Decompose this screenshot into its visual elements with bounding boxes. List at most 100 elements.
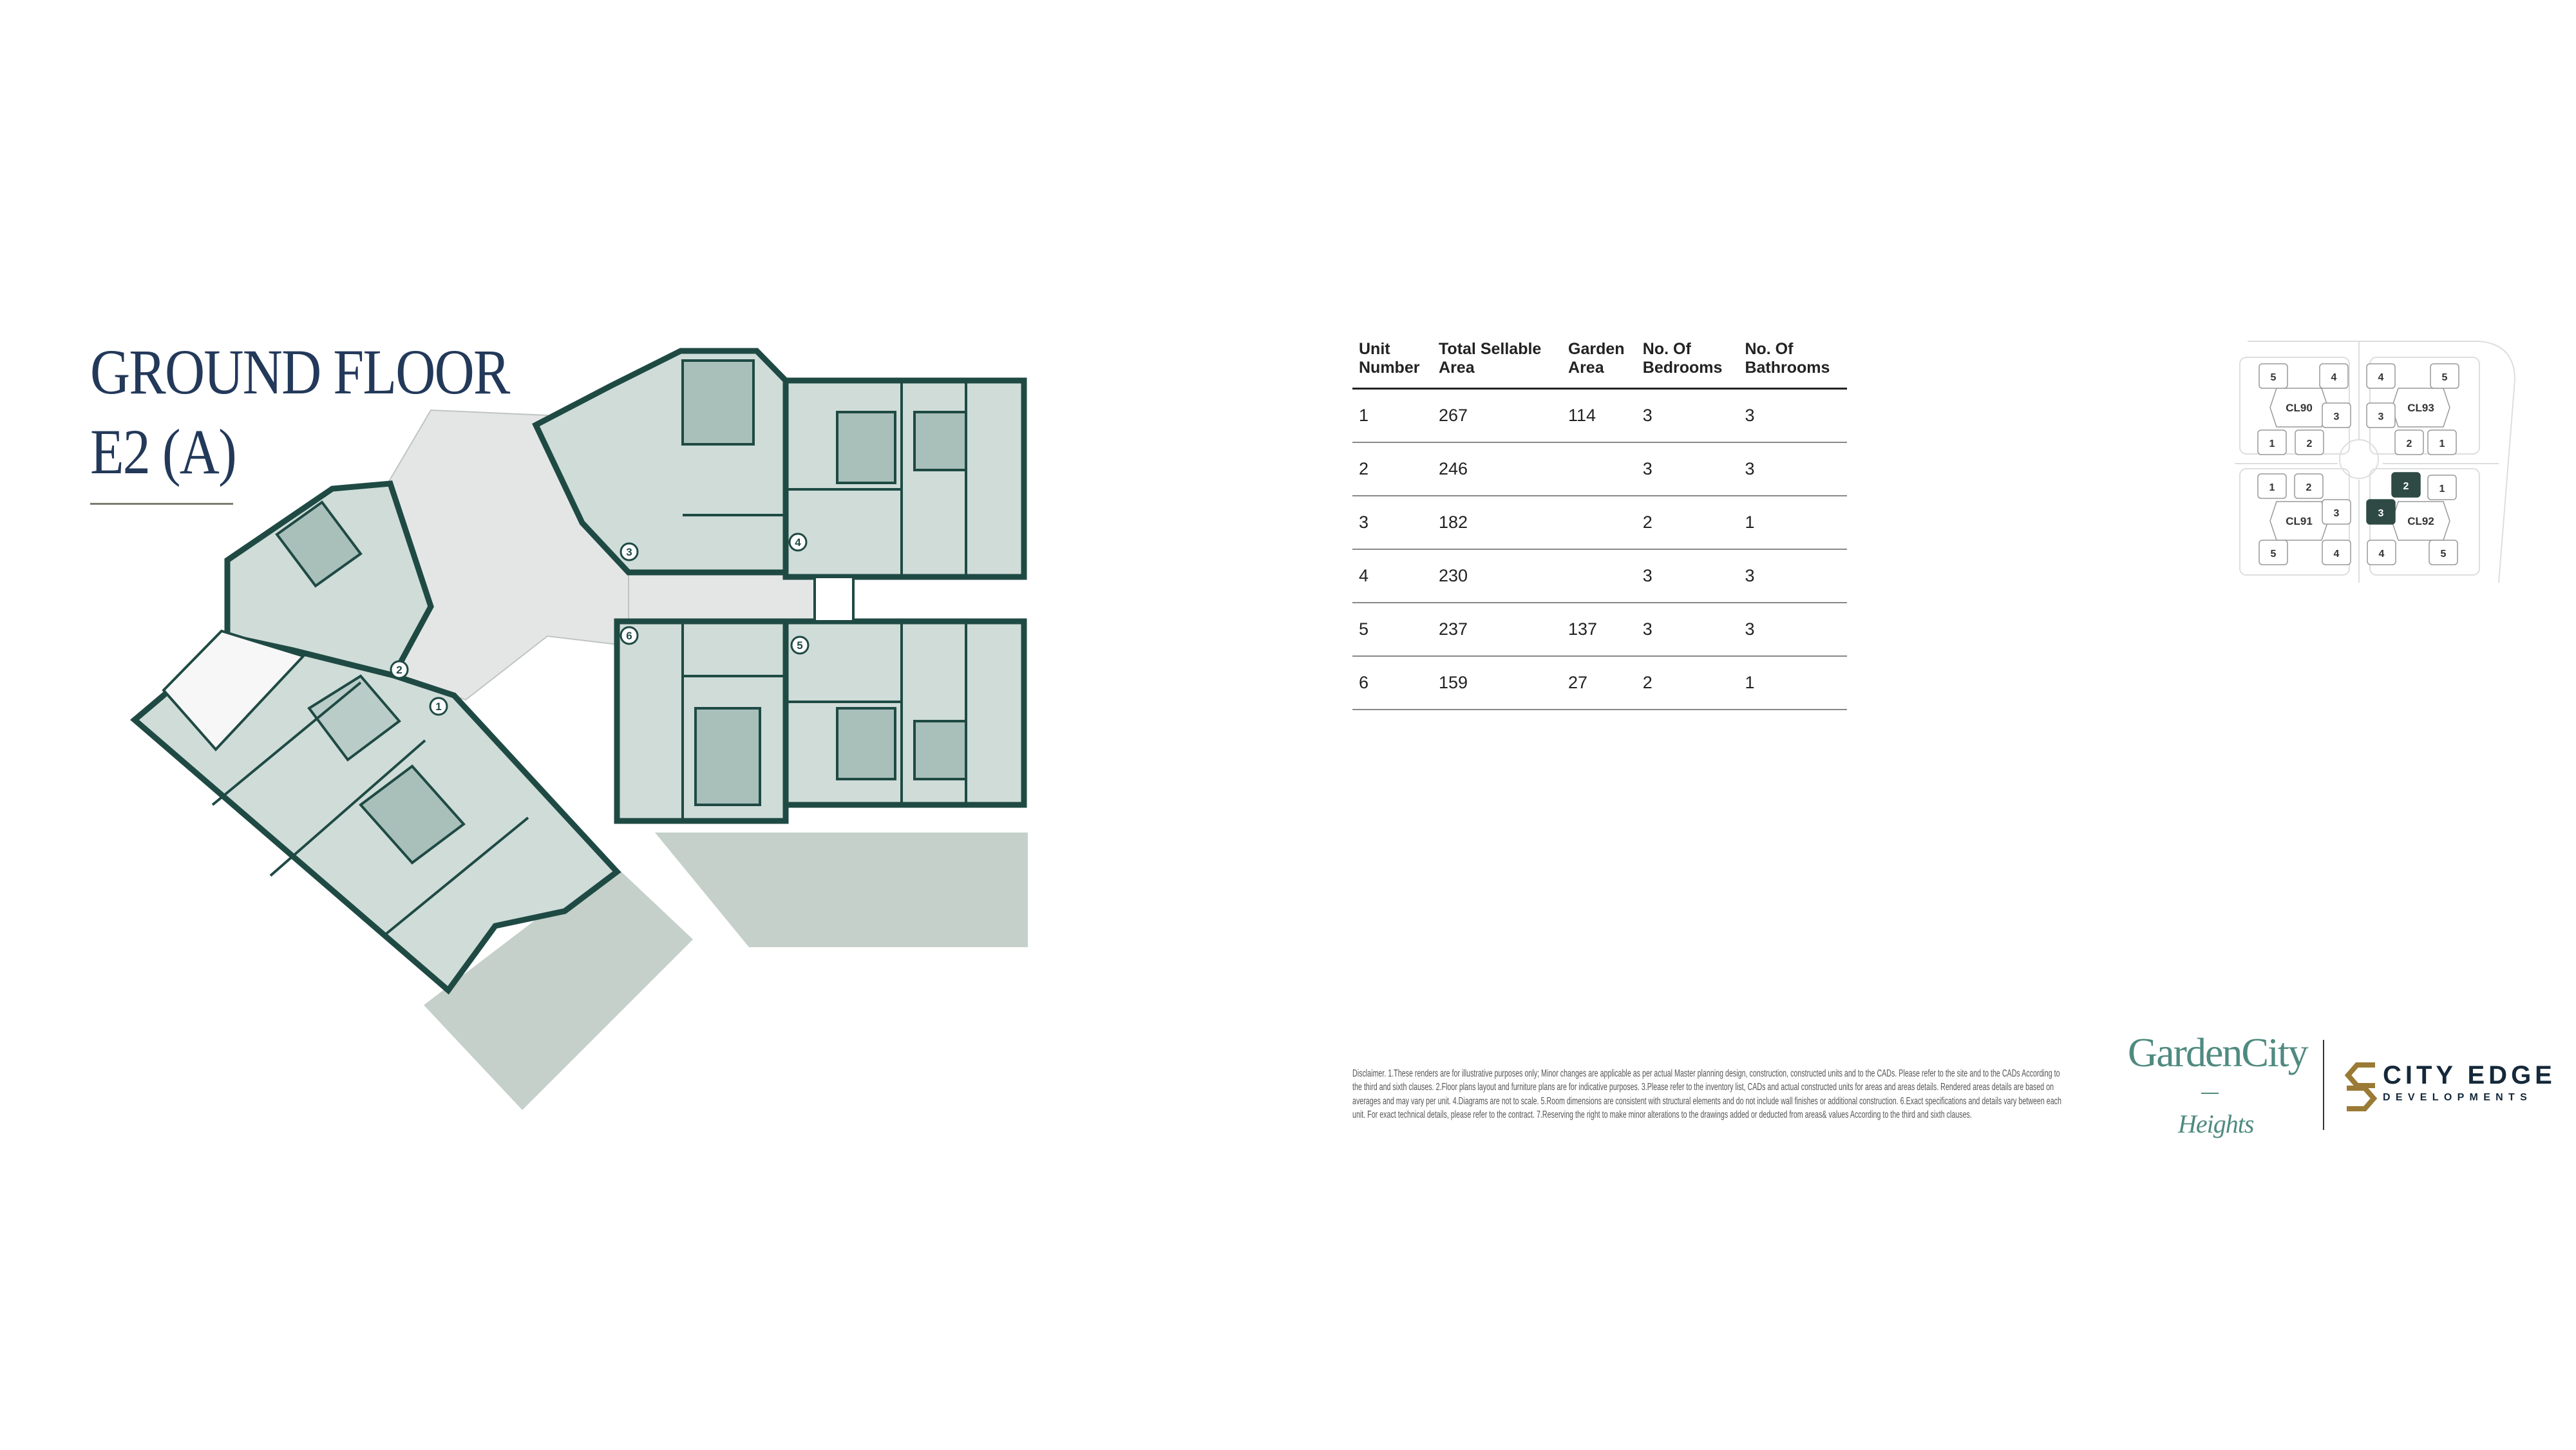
- cell-bathrooms: 1: [1738, 496, 1847, 550]
- page-title: GROUND FLOOR E2 (A): [90, 336, 510, 500]
- cluster-label: CL93: [2407, 402, 2434, 414]
- unit-plot-label: 4: [2331, 372, 2337, 383]
- cell-area: 267: [1432, 388, 1562, 443]
- unit-plot-label: 2: [2407, 438, 2412, 449]
- unit-marker-circle: [788, 532, 808, 552]
- unit-plot-label: 1: [2269, 438, 2275, 449]
- cell-garden: 27: [1562, 656, 1636, 710]
- cell-area: 159: [1432, 656, 1562, 710]
- unit-plot: [2322, 402, 2351, 428]
- unit-plot: [2294, 473, 2324, 499]
- unit-marker-circle: [429, 697, 448, 716]
- unit-plot: [2319, 363, 2349, 389]
- unit-5: [782, 618, 1027, 808]
- unit-plot-label: 2: [2403, 481, 2409, 492]
- garden-city-logo: GardenCity: [2128, 1030, 2309, 1075]
- cell-garden: [1562, 496, 1636, 550]
- unit-plot: [2427, 429, 2457, 455]
- cell-bathrooms: 3: [1738, 388, 1847, 443]
- room-details: [162, 359, 967, 865]
- unit-plot-label: 4: [2379, 549, 2385, 560]
- cell-bathrooms: 3: [1738, 603, 1847, 657]
- private-garden-south-west: [424, 862, 693, 1110]
- unit-plot-label: 5: [2271, 372, 2277, 383]
- cell-area: 182: [1432, 496, 1562, 550]
- unit-plot: [2259, 363, 2288, 389]
- cell-garden: 114: [1562, 388, 1636, 443]
- unit-marker-circle: [620, 626, 639, 645]
- cell-area: 246: [1432, 442, 1562, 496]
- unit-marker-circle: [390, 660, 409, 679]
- cell-unit: 3: [1352, 496, 1433, 550]
- cell-bedrooms: 2: [1636, 656, 1739, 710]
- highlighted-unit-plot: [2391, 472, 2421, 498]
- cell-bathrooms: 3: [1738, 549, 1847, 603]
- unit-plot: [2257, 429, 2287, 455]
- unit-plot-label: 5: [2441, 549, 2447, 560]
- cell-unit: 5: [1352, 603, 1433, 657]
- title-underline: [90, 503, 233, 505]
- unit-marker-label: 4: [795, 536, 801, 549]
- unit-plot: [2257, 473, 2287, 499]
- unit-marker: 3: [620, 542, 639, 561]
- cluster-building: [2269, 501, 2329, 541]
- cluster-label: CL91: [2286, 515, 2313, 527]
- unit-markers: 1 2 3 4 5 6: [390, 532, 810, 716]
- unit-marker-circle: [620, 542, 639, 561]
- private-garden-south-east: [655, 833, 1028, 947]
- city-edge-logo-sub: DEVELOPMENTS: [2383, 1092, 2533, 1103]
- unit-plot: [2366, 363, 2396, 389]
- unit-marker-label: 6: [626, 630, 632, 642]
- unit-plot: [2430, 363, 2459, 389]
- unit-plot: [2367, 540, 2396, 565]
- cell-bedrooms: 3: [1636, 603, 1739, 657]
- logo-divider: [2323, 1040, 2324, 1130]
- gardens: [424, 833, 1028, 1110]
- unit-plot-label: 1: [2269, 482, 2275, 493]
- unit-marker: 4: [788, 532, 808, 552]
- unit-plot: [2427, 475, 2457, 500]
- unit-plot-label: 2: [2306, 482, 2312, 493]
- cell-area: 237: [1432, 603, 1562, 657]
- title-line-2: E2 (A): [90, 416, 237, 487]
- garden-city-logo-sub: Heights: [2178, 1109, 2254, 1138]
- highlighted-unit-plot: [2366, 499, 2396, 525]
- unit-plot: [2259, 540, 2288, 565]
- cluster-label: CL90: [2286, 402, 2313, 414]
- unit-plot: [2322, 499, 2351, 525]
- central-corridor: [628, 572, 816, 625]
- unit-plot: [2295, 429, 2324, 455]
- city-edge-logo: CITY EDGE: [2383, 1061, 2556, 1089]
- title-line-1: GROUND FLOOR: [90, 336, 510, 408]
- city-edge-logo-icon: [2344, 1062, 2378, 1111]
- cell-bedrooms: 2: [1636, 496, 1739, 550]
- cell-unit: 6: [1352, 656, 1433, 710]
- unit-plot-label: 4: [2378, 372, 2384, 383]
- cell-bedrooms: 3: [1636, 388, 1739, 443]
- unit-marker-label: 5: [797, 639, 802, 652]
- cell-bedrooms: 3: [1636, 549, 1739, 603]
- unit-plot-label: 2: [2307, 438, 2313, 449]
- cell-unit: 2: [1352, 442, 1433, 496]
- unit-marker: 2: [390, 660, 409, 679]
- unit-marker: 6: [620, 626, 639, 645]
- unit-marker: 1: [429, 697, 448, 716]
- cell-area: 230: [1432, 549, 1562, 603]
- garden-city-logo-dash: [2201, 1093, 2219, 1094]
- unit-plot-label: 3: [2378, 411, 2384, 422]
- unit-marker-circle: [790, 636, 810, 655]
